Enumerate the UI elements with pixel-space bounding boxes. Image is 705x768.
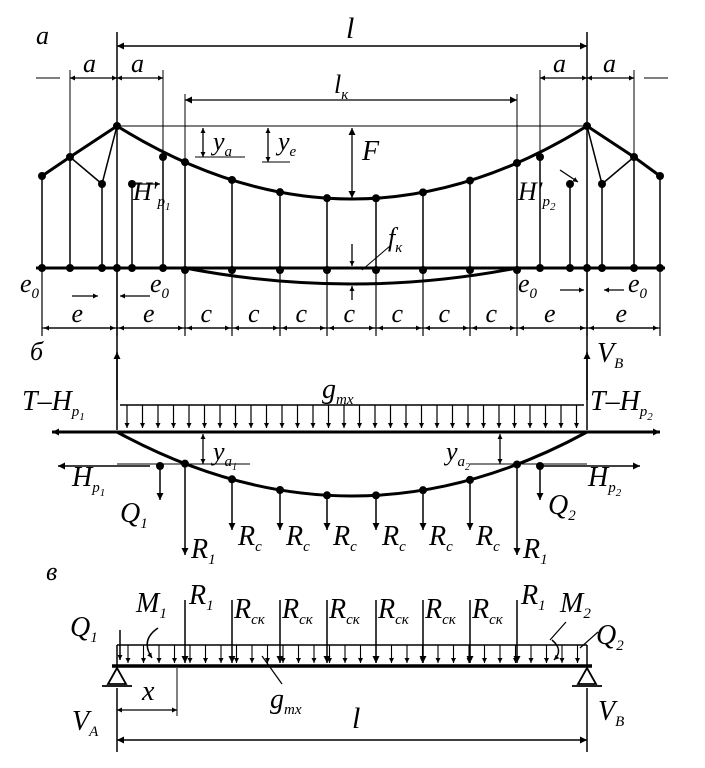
span-label: l <box>346 12 354 45</box>
force-label-6: Rс <box>428 521 453 555</box>
e0-label-2: e0 <box>150 269 170 302</box>
a-label-3: a <box>553 49 566 78</box>
ya-label: ya <box>210 127 232 160</box>
ya2-label: ya2 <box>443 437 470 473</box>
ec-label-10: e <box>544 299 556 328</box>
gtx-label-b: gтх <box>322 374 354 408</box>
T-Hp1-label: T–Hр1 <box>22 386 85 423</box>
VB-label-v: VB <box>598 696 624 730</box>
Q1-label-v: Q1 <box>70 612 98 646</box>
gtx-leader-v <box>261 655 283 685</box>
beam-force-label-5: Rск <box>377 594 410 628</box>
ec-label-11: e <box>616 299 628 328</box>
panel-v: в R1 Rск Rск Rск Rск Rск Rск R1 Q1 M1 M2 Q2 x g… <box>46 557 624 752</box>
force-label-5: Rс <box>381 521 406 555</box>
ec-label-1: e <box>72 299 84 328</box>
M1-label: M1 <box>135 588 167 622</box>
beam-force-label-8: R1 <box>520 580 546 614</box>
support-left <box>106 666 128 685</box>
Q2-label: Q2 <box>548 490 576 524</box>
a-label-2: a <box>131 49 144 78</box>
Hp1-label: Hр1 <box>71 462 105 499</box>
fk-label: fк <box>388 223 403 256</box>
M2-leader <box>549 621 567 641</box>
panel-b-label: б <box>30 337 44 366</box>
ec-label-3: c <box>201 299 213 328</box>
Q1-label: Q1 <box>120 498 148 532</box>
gtx-load-arrows <box>124 405 579 428</box>
beam-force-label-3: Rск <box>281 594 314 628</box>
ye-label: ye <box>275 127 297 160</box>
support-right <box>576 666 598 685</box>
node-5 <box>113 122 121 130</box>
e0-label-1: e0 <box>20 269 40 302</box>
span-label-v: l <box>352 702 360 735</box>
gtx-load-arrows-v <box>125 645 580 663</box>
F-label: F <box>361 136 380 167</box>
cable-node-7 <box>466 176 474 185</box>
M1-moment-arrow <box>146 627 159 659</box>
panel-a: а l a a a a lк ya ye F <box>20 12 668 400</box>
a-label-4: a <box>603 49 616 78</box>
node-q2 <box>536 462 544 470</box>
cable-node-8 <box>513 159 521 168</box>
force-label-1: R1 <box>190 534 216 568</box>
panel-b: б VB T–Hр1 T–Hр2 gтх ya1 ya2 Hр1 Hр2 Q1 … <box>22 337 660 568</box>
cable-node-3 <box>276 188 284 197</box>
beam-force-label-7: Rск <box>471 594 504 628</box>
force-label-3: Rс <box>285 521 310 555</box>
node-q1 <box>156 462 164 470</box>
M2-moment-arrow <box>551 639 560 661</box>
beam-forces: R1 Rск Rск Rск Rск Rск Rск R1 <box>181 580 546 663</box>
force-label-4: Rс <box>332 521 357 555</box>
Hp2-label: Hр2 <box>587 462 622 499</box>
ec-label-4: c <box>248 299 260 328</box>
Q2-label-v: Q2 <box>596 620 624 654</box>
beam-force-label-1: R1 <box>188 580 214 614</box>
force-label-8: R1 <box>522 534 548 568</box>
x-label: x <box>141 676 155 707</box>
backstay-left-lower <box>69 125 118 186</box>
panel-v-label: в <box>46 557 57 586</box>
force-label-2: Rс <box>237 521 262 555</box>
M2-label: M2 <box>559 588 591 622</box>
beam-force-label-2: Rск <box>233 594 266 628</box>
T-Hp2-label: T–Hр2 <box>590 386 653 423</box>
cable-node-2 <box>228 175 236 184</box>
cable-node-5 <box>372 194 380 203</box>
cable-node-1 <box>181 158 189 167</box>
node-6 <box>583 122 591 130</box>
e0-label-3: e0 <box>518 269 538 302</box>
Hp1-prime-label: H′р1 <box>132 177 170 213</box>
lk-label: lк <box>334 70 349 103</box>
hanger-forces: R1 Rс Rс Rс Rс Rс Rс R1 <box>156 459 548 568</box>
Hp2-prime-label: H′р2 <box>517 177 556 213</box>
cable-node-4 <box>323 194 331 203</box>
beam-force-label-4: Rск <box>328 594 361 628</box>
a-label-1: a <box>83 49 96 78</box>
Hp2-prime-arrow <box>559 169 579 183</box>
girder-sag <box>184 266 518 286</box>
panel-a-label: а <box>36 21 49 50</box>
VB-label: VB <box>597 338 623 372</box>
ec-label-5: c <box>296 299 308 328</box>
ec-label-2: e <box>143 299 155 328</box>
ya1-label: ya1 <box>210 437 237 473</box>
ec-label-7: c <box>392 299 404 328</box>
beam-force-label-6: Rск <box>424 594 457 628</box>
backstay-right-lower <box>586 125 635 186</box>
VA-label: VA <box>72 706 99 740</box>
fk-leader <box>361 245 391 271</box>
ec-label-6: c <box>344 299 356 328</box>
cable-node-6 <box>419 188 427 197</box>
ec-label-8: c <box>439 299 451 328</box>
Q2-leader <box>579 631 599 649</box>
e0-label-4: e0 <box>628 269 648 302</box>
ec-label-9: c <box>486 299 498 328</box>
gtx-label-v: gтх <box>270 684 302 718</box>
force-label-7: Rс <box>475 521 500 555</box>
